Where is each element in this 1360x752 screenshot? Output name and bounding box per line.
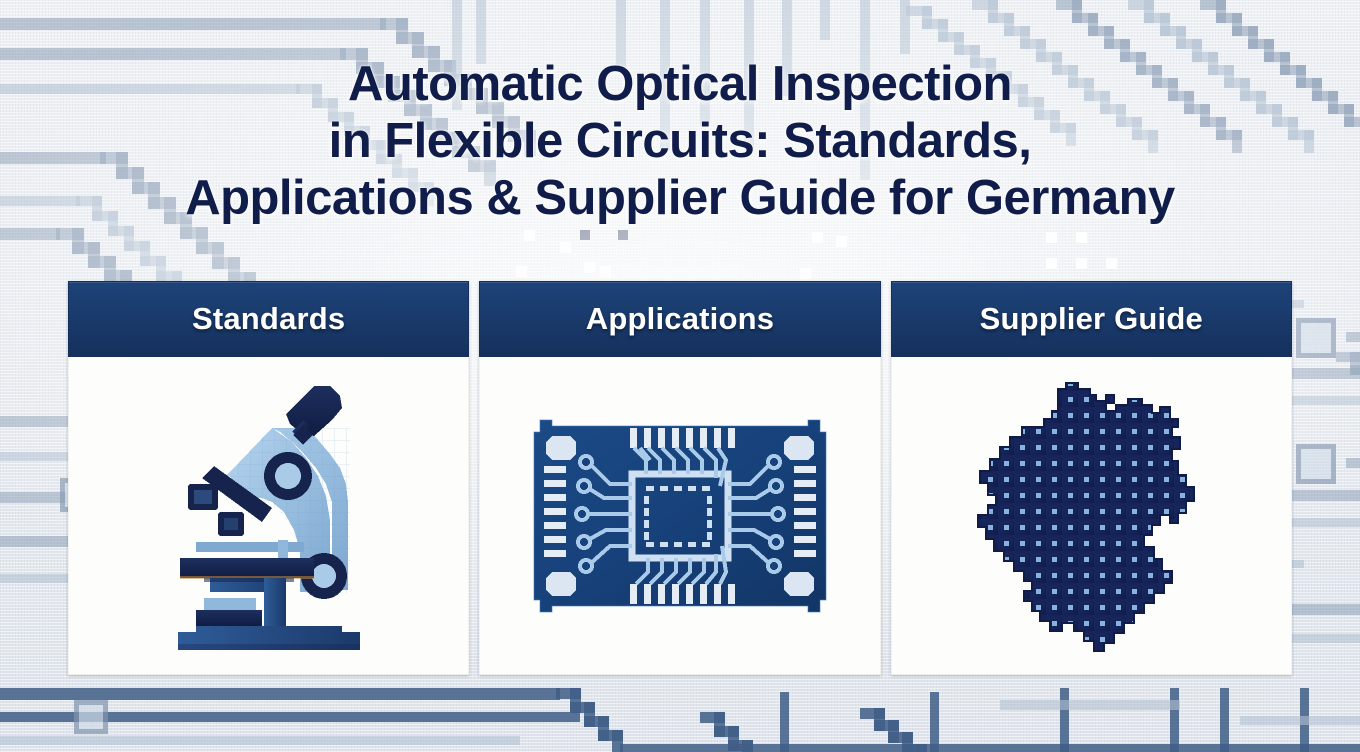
card-standards[interactable]: Standards: [68, 281, 470, 675]
card-title-standards: Standards: [191, 301, 346, 336]
card-row: Standards: [68, 281, 1292, 675]
card-body-applications: [479, 357, 881, 675]
card-title-applications: Applications: [585, 301, 775, 336]
germany-map-icon: [892, 357, 1291, 674]
card-header-applications: Applications: [479, 281, 881, 357]
card-header-supplier-guide: Supplier Guide: [890, 281, 1292, 357]
page-title: Automatic Optical Inspection in Flexible…: [185, 57, 1175, 225]
pcb-chip-icon: [480, 357, 879, 674]
card-supplier-guide[interactable]: Supplier Guide: [890, 281, 1292, 675]
card-body-supplier-guide: [890, 357, 1292, 675]
card-body-standards: [68, 357, 470, 675]
card-header-standards: Standards: [68, 281, 470, 357]
microscope-icon: [69, 357, 468, 674]
card-applications[interactable]: Applications: [479, 281, 881, 675]
card-title-supplier-guide: Supplier Guide: [979, 301, 1203, 336]
